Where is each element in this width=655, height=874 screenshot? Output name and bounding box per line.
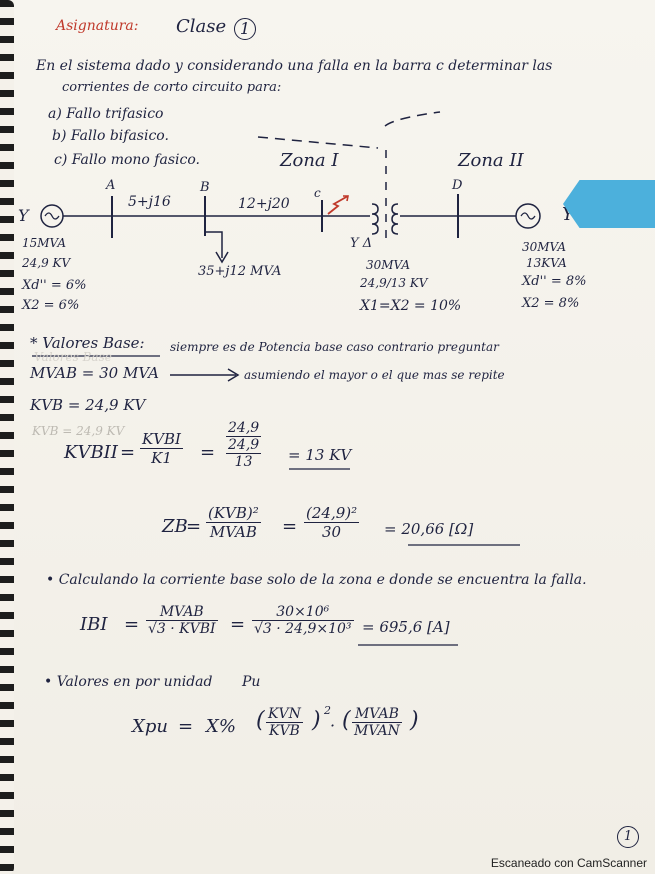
bus-b-label: B xyxy=(200,180,210,195)
scanner-watermark: Escaneado con CamScanner xyxy=(490,856,647,870)
kvb2-fraction-2: 24,9 24,9 13 xyxy=(226,420,262,470)
equals-sign: = xyxy=(186,516,202,537)
gen1-voltage: 24,9 KV xyxy=(22,256,71,270)
trafo-reactance: X1=X2 = 10% xyxy=(360,298,462,314)
gen2-xd: Xd'' = 8% xyxy=(522,274,587,289)
kvb2-f2-num: 24,9 xyxy=(228,420,260,436)
page-number: 1 xyxy=(617,826,639,848)
trafo-rating: 30MVA xyxy=(366,258,411,272)
base-note: siempre es de Potencia base caso contrar… xyxy=(170,340,499,354)
kv-base: KVB = 24,9 KV xyxy=(30,396,146,414)
item-c: c) Fallo mono fasico. xyxy=(54,152,200,168)
current-f2-num: 30×10⁶ xyxy=(276,604,330,620)
item-b: b) Fallo bifasico. xyxy=(52,128,169,144)
equals-sign: = xyxy=(124,614,140,635)
kvb2-f1-num: KVBI xyxy=(142,430,181,448)
line-ab-impedance: 5+j16 xyxy=(128,194,171,210)
spiral-binding xyxy=(0,0,14,874)
equals-sign: = xyxy=(230,614,246,635)
kvb2-lhs: KVBII xyxy=(64,442,118,463)
item-a: a) Fallo trifasico xyxy=(48,106,164,122)
bus-d-label: D xyxy=(452,178,463,193)
zone-1-label: Zona I xyxy=(280,150,339,171)
line-bc-impedance: 12+j20 xyxy=(238,196,290,212)
equals-sign: = xyxy=(200,442,216,463)
pu-f2-num: MVAB xyxy=(354,706,399,722)
zone-2-label: Zona II xyxy=(458,150,524,171)
kvb2-result: = 13 KV xyxy=(288,446,352,464)
kvb2-f2-den: 13 xyxy=(226,453,262,470)
base-heading: * Valores Base: xyxy=(30,334,145,352)
current-lhs: IBI xyxy=(80,614,108,635)
zb-f1-den: MVAB xyxy=(206,522,261,541)
current-result: = 695,6 [A] xyxy=(362,618,450,636)
trafo-voltage: 24,9/13 KV xyxy=(360,276,428,290)
equals-sign: = xyxy=(282,516,298,537)
kvb2-f2-mid: 24,9 xyxy=(226,436,262,453)
zb-fraction-1: (KVB)² MVAB xyxy=(206,504,261,541)
current-f1-num: MVAB xyxy=(159,604,204,620)
zb-lhs: ZB xyxy=(162,516,188,537)
zb-fraction-2: (24,9)² 30 xyxy=(304,504,360,541)
pu-fraction-2: MVAB MVAN xyxy=(352,706,402,739)
gen2-rating: 30MVA xyxy=(522,240,567,254)
pu-note: • Valores en por unidad xyxy=(44,674,213,690)
gen2-symbol: Y xyxy=(562,204,574,225)
faint-text: KVB = 24,9 KV xyxy=(32,424,125,438)
zb-f2-num: (24,9)² xyxy=(306,504,358,522)
kvb2-fraction-1: KVBI K1 xyxy=(140,430,183,467)
load-label: 35+j12 MVA xyxy=(198,264,282,279)
gen2-voltage: 13KVA xyxy=(526,256,567,270)
kvb2-f1-den: K1 xyxy=(140,448,183,467)
equals-sign: = xyxy=(120,442,136,463)
equals-sign: = xyxy=(178,716,194,737)
current-fraction-2: 30×10⁶ √3 · 24,9×10³ xyxy=(252,604,354,637)
paren-close: ) xyxy=(410,708,419,733)
current-f2-den: √3 · 24,9×10³ xyxy=(252,620,354,637)
class-number: 1 xyxy=(234,18,256,40)
statement-line-2: corrientes de corto circuito para: xyxy=(62,80,282,95)
statement-line-1: En el sistema dado y considerando una fa… xyxy=(36,58,553,74)
pu-lhs: Xpu xyxy=(132,716,168,737)
faint-text-heading: Valores Base xyxy=(34,350,112,364)
trafo-connection: Y Δ xyxy=(350,236,373,251)
current-note: • Calculando la corriente base solo de l… xyxy=(46,572,587,588)
zb-f2-den: 30 xyxy=(304,522,360,541)
pu-term: X% xyxy=(206,716,236,737)
pu-f1-den: KVB xyxy=(266,722,303,739)
gen1-rating: 15MVA xyxy=(22,236,67,250)
gen2-x2: X2 = 8% xyxy=(522,296,580,311)
bus-a-label: A xyxy=(106,178,116,193)
paren-open: ( xyxy=(342,708,351,733)
subject-label: Asignatura: xyxy=(56,18,139,34)
bus-c-label: c xyxy=(314,186,321,200)
gen1-symbol: Y xyxy=(18,206,29,225)
pu-fraction-1: KVN KVB xyxy=(266,706,303,739)
blue-sticky-tab xyxy=(563,180,655,228)
mva-base-note: asumiendo el mayor o el que mas se repit… xyxy=(244,368,505,382)
pu-f2-den: MVAN xyxy=(352,722,402,739)
zb-f1-num: (KVB)² xyxy=(208,504,259,522)
mva-base: MVAB = 30 MVA xyxy=(30,364,159,382)
paren-open: ( xyxy=(256,708,265,733)
current-fraction-1: MVAB √3 · KVBI xyxy=(146,604,218,637)
gen1-x2: X2 = 6% xyxy=(22,298,80,313)
class-title: Clase xyxy=(176,16,227,37)
current-f1-den: √3 · KVBI xyxy=(146,620,218,637)
pu-exponent: 2 xyxy=(324,704,331,717)
gen1-xd: Xd'' = 6% xyxy=(22,278,87,293)
paren-close: ) xyxy=(312,708,321,733)
zb-result: = 20,66 [Ω] xyxy=(384,520,474,538)
multiply-dot: · xyxy=(330,716,336,735)
pu-note-2: Pu xyxy=(242,674,261,690)
pu-f1-num: KVN xyxy=(268,706,301,722)
